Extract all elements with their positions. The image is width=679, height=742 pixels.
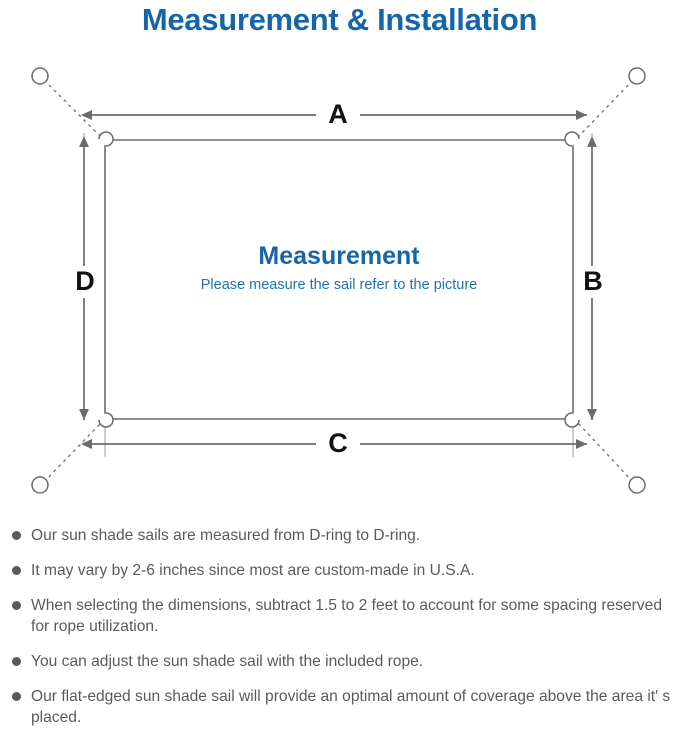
dimension-label-a: A	[316, 99, 360, 129]
d-ring-top-left	[98, 131, 114, 147]
anchor-point-top-right	[628, 67, 646, 85]
bullet-icon	[12, 692, 21, 701]
d-ring-bottom-left	[98, 412, 114, 428]
bullet-icon	[12, 566, 21, 575]
list-item: It may vary by 2-6 inches since most are…	[0, 560, 679, 581]
bullet-icon	[12, 601, 21, 610]
rope-bottom-left	[43, 422, 102, 483]
rope-top-left	[43, 79, 102, 138]
page-title: Measurement & Installation	[141, 2, 538, 37]
dimension-label-d: D	[68, 266, 102, 298]
dimension-label-b: B	[576, 266, 610, 298]
diagram-canvas	[31, 67, 646, 494]
list-item: Our sun shade sails are measured from D-…	[0, 525, 679, 546]
anchor-point-top-left	[31, 67, 49, 85]
anchor-points	[31, 67, 646, 494]
list-item: Our flat-edged sun shade sail will provi…	[0, 686, 679, 728]
anchor-point-bottom-right	[628, 476, 646, 494]
notes-list: Our sun shade sails are measured from D-…	[0, 525, 679, 742]
anchor-point-bottom-left	[31, 476, 49, 494]
list-item: When selecting the dimensions, subtract …	[0, 595, 679, 637]
dimension-label-c: C	[316, 428, 360, 458]
list-item: You can adjust the sun shade sail with t…	[0, 651, 679, 672]
d-ring-bottom-right	[564, 412, 580, 428]
bullet-icon	[12, 657, 21, 666]
sail-caption-subtitle: Please measure the sail refer to the pic…	[200, 277, 478, 293]
sail-caption-title: Measurement	[258, 242, 420, 270]
rope-bottom-right	[577, 422, 634, 483]
note-text: Our flat-edged sun shade sail will provi…	[31, 688, 671, 726]
bullet-icon	[12, 531, 21, 540]
note-text: When selecting the dimensions, subtract …	[31, 597, 663, 635]
note-text: Our sun shade sails are measured from D-…	[31, 527, 421, 544]
d-ring-top-right	[564, 131, 580, 147]
d-rings	[98, 131, 580, 428]
sail-caption: Measurement Please measure the sail refe…	[105, 240, 573, 296]
rope-top-right	[577, 79, 634, 138]
note-text: You can adjust the sun shade sail with t…	[31, 653, 424, 670]
note-text: It may vary by 2-6 inches since most are…	[31, 562, 475, 579]
sail-rectangle	[104, 139, 574, 420]
sail-measurement-diagram: A B C D Measurement Please measure the s…	[0, 45, 679, 520]
